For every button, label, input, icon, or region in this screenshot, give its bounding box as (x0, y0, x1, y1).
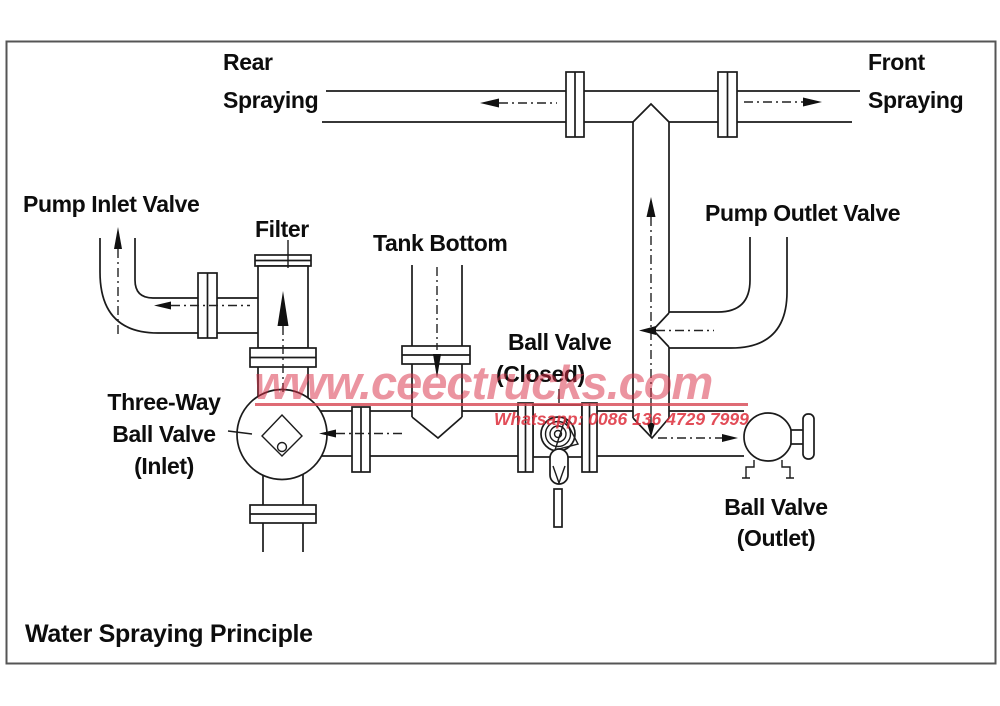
watermark: www.ceectrucks.com Whatsapp: 0086 136 47… (254, 356, 749, 429)
tank-pipe-penetration (411, 416, 463, 440)
label-front-spraying-line1: Front (868, 49, 925, 75)
page-title: Water Spraying Principle (25, 620, 313, 648)
pump-inlet-elbow (99, 238, 258, 334)
valve-plug-diamond (261, 413, 303, 457)
spray-bar-flange-left (565, 71, 585, 138)
label-three-way-line1: Three-Way (107, 389, 221, 415)
pump-outlet-elbow (669, 237, 788, 349)
outlet-ball-valve-symbol (742, 412, 815, 479)
tee-penetration-peak (632, 102, 670, 123)
tank-bottom-pipe (411, 265, 463, 440)
valve-base-bracket (742, 460, 794, 479)
watermark-site: www.ceectrucks.com (254, 356, 712, 409)
flow-arrow-pump-inlet-up (114, 227, 122, 336)
flow-arrow-riser-up (646, 197, 656, 398)
label-ball-valve-closed-line1: Ball Valve (508, 329, 611, 355)
diagram-border (5, 40, 997, 665)
label-rear-spraying-line2: Spraying (223, 87, 318, 113)
three-way-bottom-pipe-lower (262, 523, 304, 552)
three-way-leader-line (227, 430, 253, 435)
label-three-way-line2: Ball Valve (112, 421, 215, 447)
valve-plug-port (276, 441, 288, 453)
label-ball-valve-outlet-line2: (Outlet) (737, 525, 816, 551)
flow-arrow-front (744, 97, 822, 107)
closed-ball-valve-symbol (517, 389, 598, 528)
flow-arrow-pump-inlet-horizontal (154, 301, 250, 310)
watermark-phone: Whatsapp: 0086 136 4729 7999 (494, 409, 749, 429)
valve-handwheel (802, 413, 815, 460)
label-filter: Filter (255, 216, 309, 242)
riser-bottom-penetration (632, 417, 670, 440)
label-three-way-line3: (Inlet) (134, 453, 194, 479)
handle-pivot (553, 417, 580, 451)
flow-arrow-to-outlet (658, 434, 738, 442)
flow-arrow-riser-bottom (647, 398, 655, 438)
valve-stem (790, 429, 805, 445)
flow-arrow-rear (480, 98, 557, 108)
three-way-bottom-flange (249, 504, 317, 524)
flow-arrow-into-three-way (319, 429, 402, 438)
label-pump-outlet-valve: Pump Outlet Valve (705, 200, 900, 226)
label-ball-valve-outlet-line1: Ball Valve (724, 494, 827, 520)
flow-arrow-into-riser (639, 326, 714, 335)
spray-bar-flange-right (717, 71, 738, 138)
label-ball-valve-closed-line2: (Closed) (496, 361, 585, 387)
flow-arrows (114, 97, 822, 442)
label-tank-bottom: Tank Bottom (373, 230, 507, 256)
filter-outlet-pipe (257, 367, 309, 400)
flow-arrow-tank-down (433, 267, 441, 378)
main-pipe-flange (351, 406, 371, 473)
lever-rod (553, 488, 563, 528)
label-rear-spraying-line1: Rear (223, 49, 273, 75)
top-spray-pipe (322, 90, 860, 123)
label-front-spraying-line2: Spraying (868, 87, 963, 113)
diagram-labels: Rear Spraying Front Spraying Pump Inlet … (23, 49, 964, 648)
label-pump-inlet-valve: Pump Inlet Valve (23, 191, 199, 217)
flow-arrow-filter-up (277, 291, 289, 392)
